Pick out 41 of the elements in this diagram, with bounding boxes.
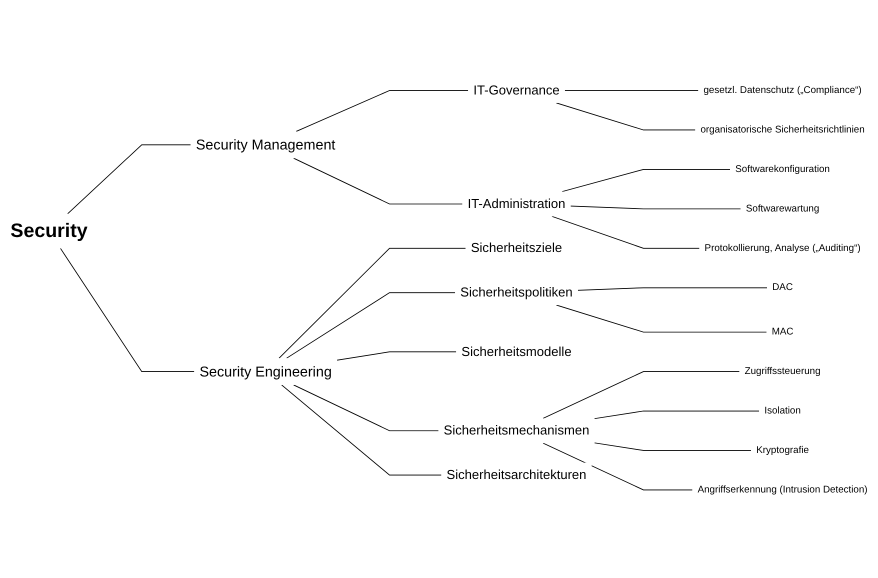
node-text: MAC — [772, 326, 794, 338]
node-text: Security Engineering — [199, 363, 332, 380]
connector — [562, 169, 730, 192]
node-text: Softwarewartung — [746, 202, 820, 214]
node-text: Zugriffssteuerung — [744, 366, 821, 377]
connector — [577, 287, 768, 291]
node-text: IT-Governance — [473, 83, 560, 98]
connector — [570, 206, 742, 210]
node-text: Security — [10, 220, 88, 242]
node-text: Softwarekonfiguration — [735, 163, 830, 174]
connector — [293, 158, 463, 204]
node-text: Kryptografie — [756, 444, 809, 456]
node-text: Sicherheitsmodelle — [461, 344, 572, 360]
connector — [286, 292, 456, 359]
connector — [556, 304, 767, 333]
node-text: Sicherheitsziele — [470, 241, 562, 256]
node-text: Sicherheitsmechanismen — [444, 424, 590, 438]
node-text: Protokollierung, Analyse („Auditing“) — [704, 242, 861, 254]
connector — [556, 102, 696, 130]
connector — [552, 216, 700, 249]
connector — [594, 442, 752, 451]
node-text: Sicherheitspolitiken — [460, 285, 573, 300]
connector — [278, 248, 466, 359]
node-text: DAC — [772, 282, 793, 293]
node-text: organisatorische Sicherheitsrichtlinien — [700, 124, 865, 136]
node-text: Security Management — [196, 136, 336, 153]
connector — [594, 410, 760, 420]
connector — [67, 144, 192, 214]
node-text: Sicherheitsarchitekturen — [446, 468, 586, 482]
connector — [60, 248, 195, 372]
connector — [293, 384, 439, 432]
connector — [336, 351, 457, 361]
connector — [542, 442, 693, 490]
connector — [564, 90, 699, 91]
connector — [281, 384, 442, 476]
node-text: Isolation — [764, 404, 801, 416]
node-text: Angriffserkennung (Intrusion Detection) — [698, 484, 868, 495]
connector — [296, 90, 469, 132]
connector — [542, 371, 740, 419]
node-text: gesetzl. Datenschutz („Compliance“) — [703, 84, 862, 96]
node-text: IT-Administration — [468, 196, 566, 212]
